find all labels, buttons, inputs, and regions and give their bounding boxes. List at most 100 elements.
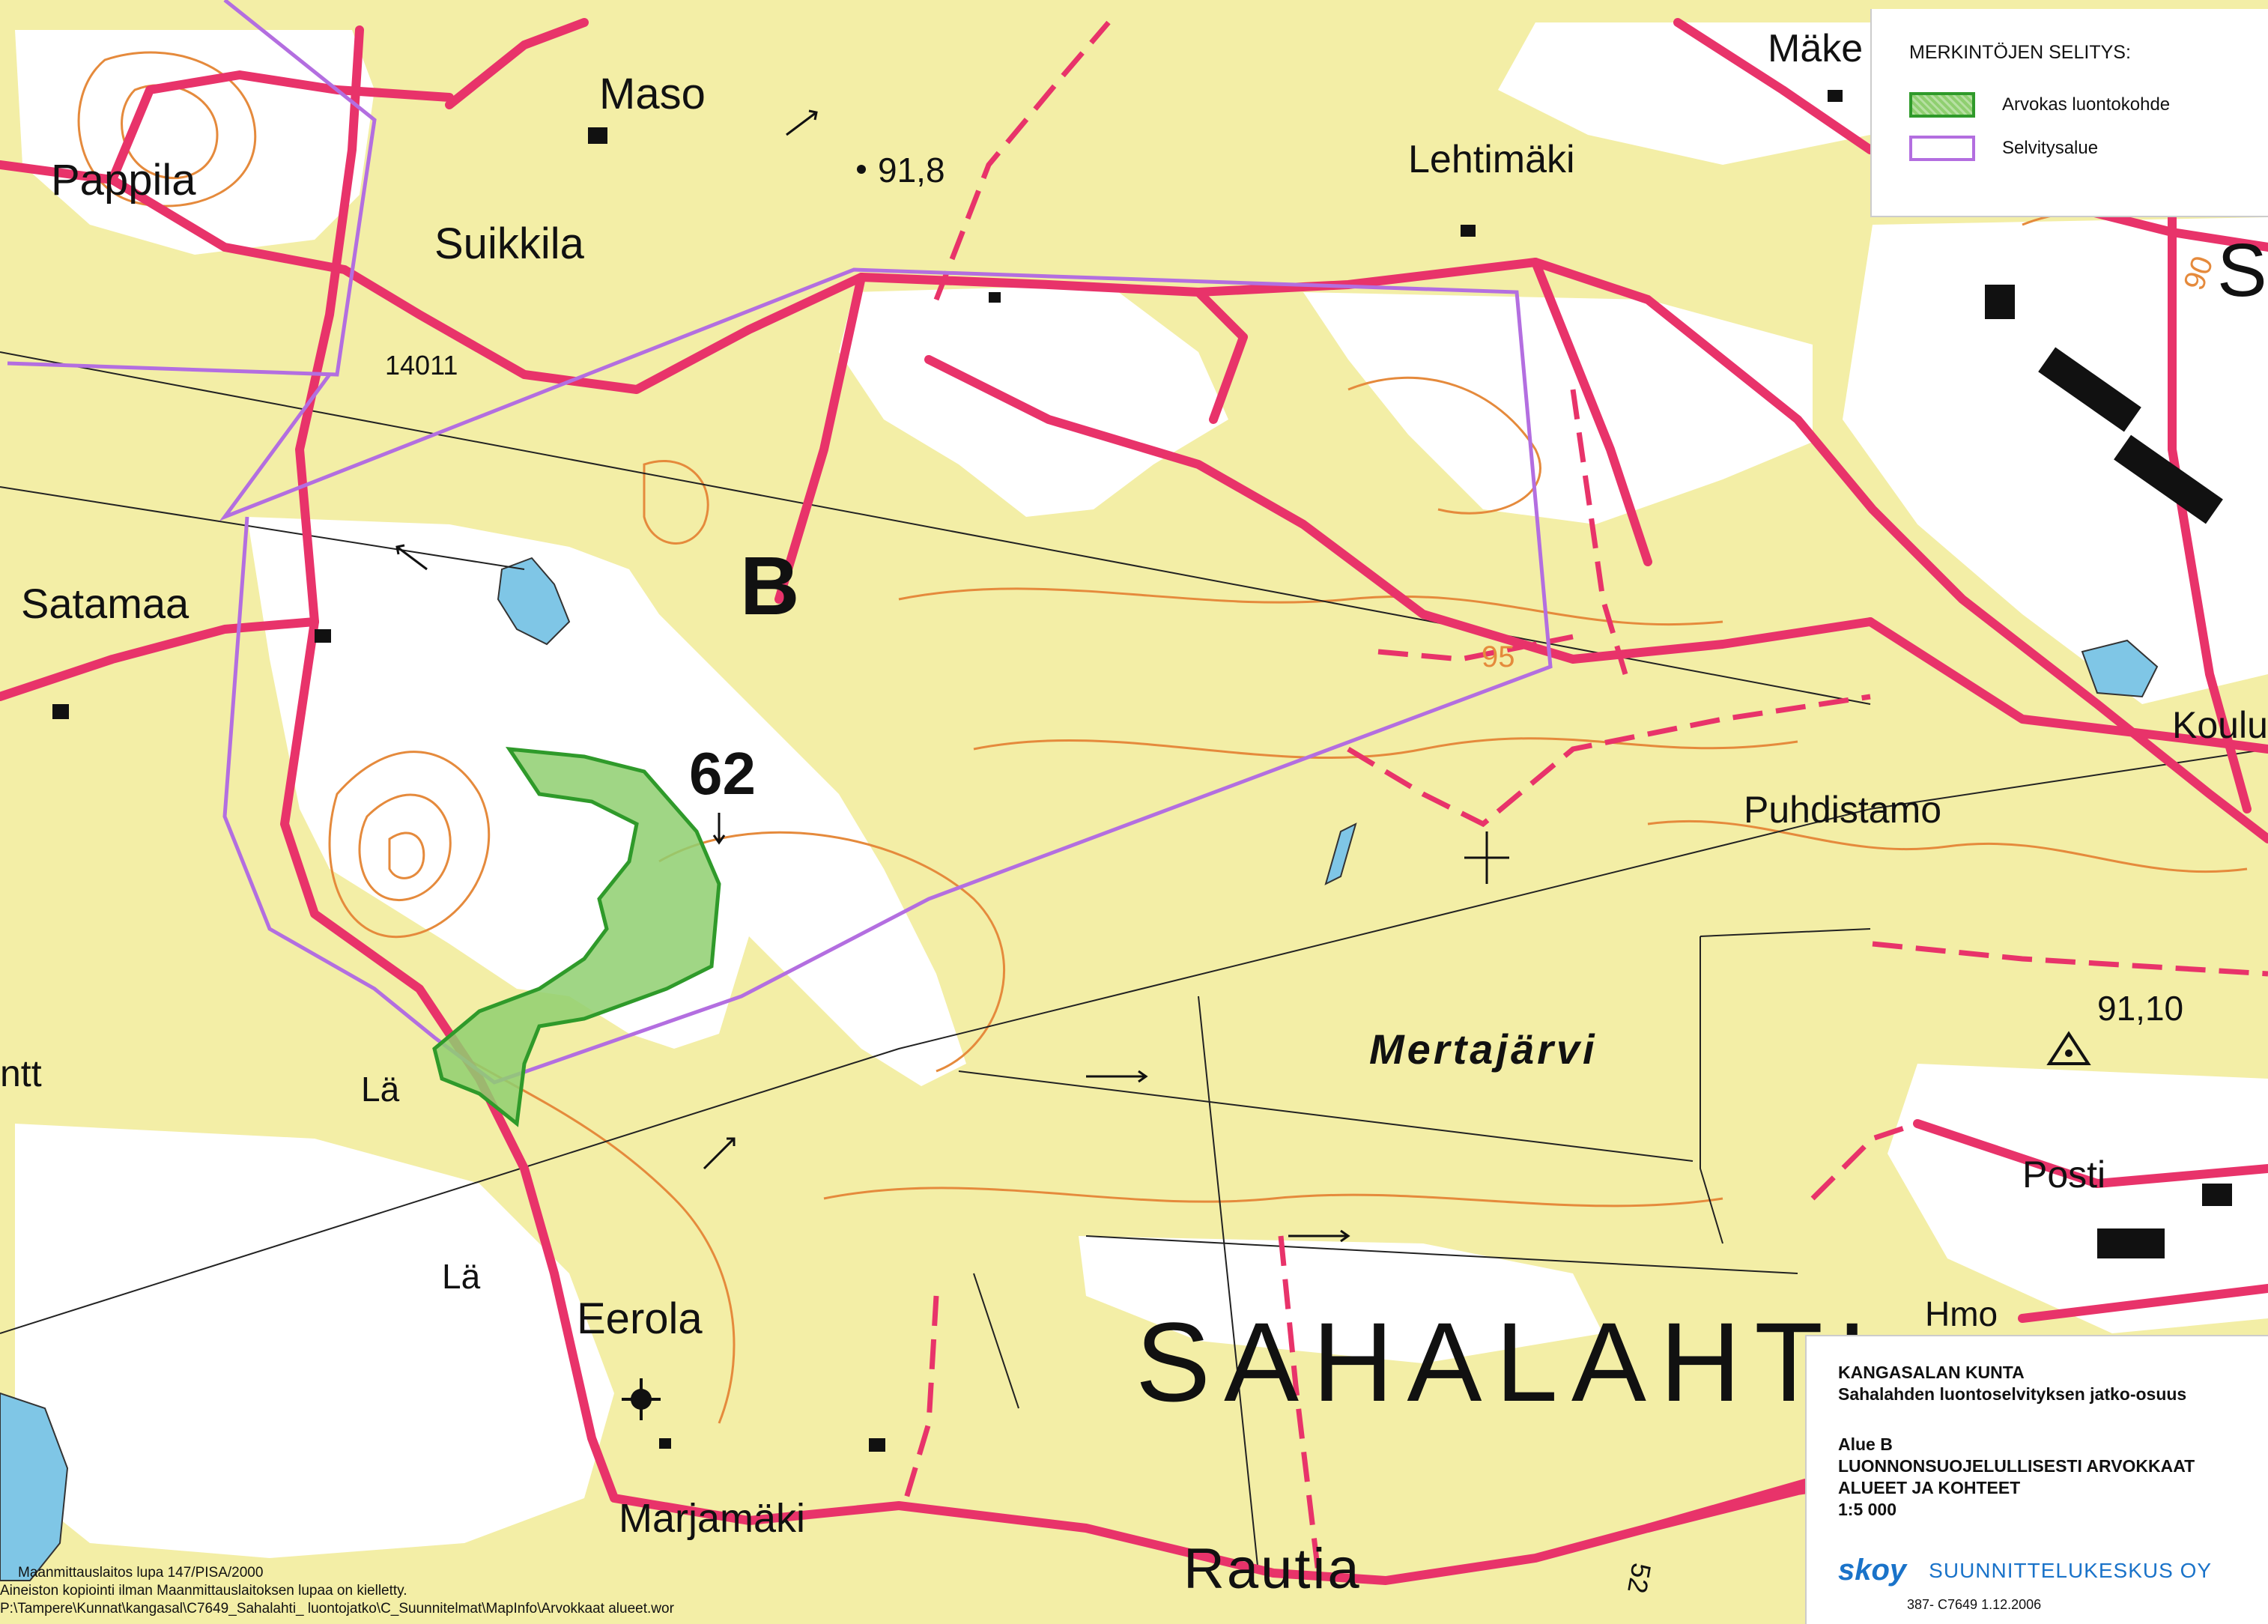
- power-line-west: [0, 486, 525, 570]
- ditch-4: [1085, 1235, 1798, 1274]
- ditch-5: [1198, 996, 1259, 1574]
- arrow-icon: [786, 109, 818, 136]
- ditch-6: [973, 1273, 1019, 1409]
- building-icon: [1828, 90, 1843, 102]
- ditch-3: [1700, 928, 1871, 937]
- survey-area-boundary: [7, 0, 1553, 1085]
- label-ntt: ntt: [0, 1052, 42, 1094]
- contour-mid-1: [658, 831, 1005, 1073]
- forest-south-east: [1888, 1064, 2268, 1333]
- arrow-icon: [703, 1137, 736, 1170]
- arrows: [395, 109, 1350, 1243]
- buildings: [52, 90, 2232, 1452]
- title-area: Alue B: [1838, 1434, 1893, 1454]
- label-mertajarvi: Mertajärvi: [1369, 1025, 1598, 1073]
- title-block: KANGASALAN KUNTA Sahalahden luontoselvit…: [1805, 1335, 2268, 1624]
- contour-field-2: [973, 737, 1798, 760]
- contour-knoll: [643, 460, 709, 545]
- road-satamaa: [0, 617, 319, 701]
- main-road: [0, 160, 2268, 843]
- contour-hill-1: [328, 751, 491, 939]
- label-satamaa: Satamaa: [21, 580, 189, 627]
- label-contour-95: 95: [1482, 640, 1515, 673]
- building-icon: [315, 629, 331, 643]
- road-east-vertical: [2168, 25, 2252, 813]
- arrow-icon: [395, 544, 428, 571]
- building-icon: [2097, 1228, 2165, 1258]
- copyright-note: Maanmittauslaitos lupa 147/PISA/2000 Ain…: [0, 1564, 824, 1618]
- lake-west: [0, 1392, 69, 1581]
- road-maso: [445, 18, 589, 109]
- church-icon: [622, 1378, 661, 1420]
- label-road-52: 52: [1622, 1561, 1657, 1596]
- label-puhdistamo: Puhdistamo: [1744, 789, 1941, 831]
- forest-north-central: [839, 285, 1228, 517]
- label-koulu: Koulu: [2172, 704, 2268, 746]
- logo-mark: skoy: [1838, 1554, 1907, 1587]
- track-lehtimaki: [1570, 389, 1628, 676]
- contour-pappila-2: [121, 84, 219, 180]
- title-municipality: KANGASALAN KUNTA: [1838, 1363, 2025, 1382]
- building-icon: [869, 1438, 885, 1452]
- building-icon: [1985, 285, 2015, 319]
- company-logo: skoy SUUNNITTELUKESKUS OY: [1838, 1554, 2212, 1587]
- label-lehtimaki: Lehtimäki: [1408, 138, 1575, 181]
- label-spot-height-9110: 91,10: [2097, 989, 2183, 1028]
- label-maso: Maso: [599, 70, 706, 118]
- contour-field-3: [823, 1187, 1723, 1208]
- label-hmo: Hmo: [1925, 1294, 1998, 1333]
- pond-north: [497, 557, 571, 646]
- track-south-2: [903, 1295, 939, 1500]
- title-project: Sahalahden luontoselvityksen jatko-osuus: [1838, 1384, 2187, 1404]
- road-mid: [924, 355, 1875, 664]
- contour-east-2: [1647, 819, 2248, 873]
- map-legend: MERKINTÖJEN SELITYS: Arvokas luontokohde…: [1870, 9, 2268, 217]
- building-icon: [1461, 225, 1476, 237]
- legend-label-survey-area: Selvitysalue: [2002, 138, 2099, 158]
- title-subject-1: LUONNONSUOJELULLISESTI ARVOKKAAT: [1838, 1456, 2195, 1476]
- label-road-number: 14011: [385, 350, 458, 381]
- arrow-icon: [1086, 1070, 1148, 1083]
- title-subject-2: ALUEET JA KOHTEET: [1838, 1478, 2021, 1497]
- legend-label-valuable-site: Arvokas luontokohde: [2002, 94, 2171, 115]
- building-icon: [2202, 1184, 2232, 1206]
- label-rautia: Rautia: [1183, 1537, 1362, 1601]
- building-icon: [989, 292, 1001, 303]
- label-la-2: Lä: [442, 1257, 481, 1296]
- building-icon: [2038, 347, 2141, 432]
- road-koulu: [1866, 617, 2268, 754]
- track-posti: [1810, 1121, 1919, 1201]
- forest-south-center: [1079, 1236, 1603, 1363]
- legend-swatch-valuable-site: [1909, 92, 1975, 118]
- building-icon: [659, 1438, 671, 1449]
- label-eerola: Eerola: [577, 1294, 703, 1343]
- roads: [0, 18, 2268, 1585]
- forest-north-east: [1498, 22, 1870, 165]
- title-scale: 1:5 000: [1838, 1500, 1897, 1519]
- arrow-icon: [1288, 1229, 1350, 1243]
- track-south-1: [1278, 1235, 1321, 1574]
- forest-south-west: [15, 1124, 614, 1558]
- legend-item-valuable-site: Arvokas luontokohde: [1909, 83, 2268, 127]
- title-reference: 387- C7649 1.12.2006: [1907, 1597, 2042, 1612]
- copyright-line-2: Aineiston kopiointi ilman Maanmittauslai…: [0, 1583, 407, 1599]
- label-s-edge: S: [2217, 228, 2267, 312]
- company-name: SUUNNITTELUKESKUS OY: [1929, 1558, 2213, 1582]
- label-area-code: B: [740, 540, 799, 632]
- label-site-number: 62: [689, 740, 756, 807]
- label-make: Mäke: [1768, 27, 1863, 70]
- label-spot-height-918: 91,8: [878, 151, 945, 190]
- forest-village-east: [1843, 217, 2268, 704]
- road-to-b: [774, 273, 866, 604]
- crosshair-icon: [1464, 831, 1509, 884]
- triangulation-point-icon: [2046, 1031, 2091, 1065]
- pond-ditch: [1324, 822, 1357, 885]
- track-east: [1872, 941, 2268, 977]
- track-95: [1377, 634, 1574, 662]
- label-posti: Posti: [2022, 1154, 2105, 1196]
- contour-lehtimaki: [1347, 376, 1541, 515]
- label-la-1: Lä: [361, 1070, 400, 1109]
- legend-title: MERKINTÖJEN SELITYS:: [1909, 42, 2131, 63]
